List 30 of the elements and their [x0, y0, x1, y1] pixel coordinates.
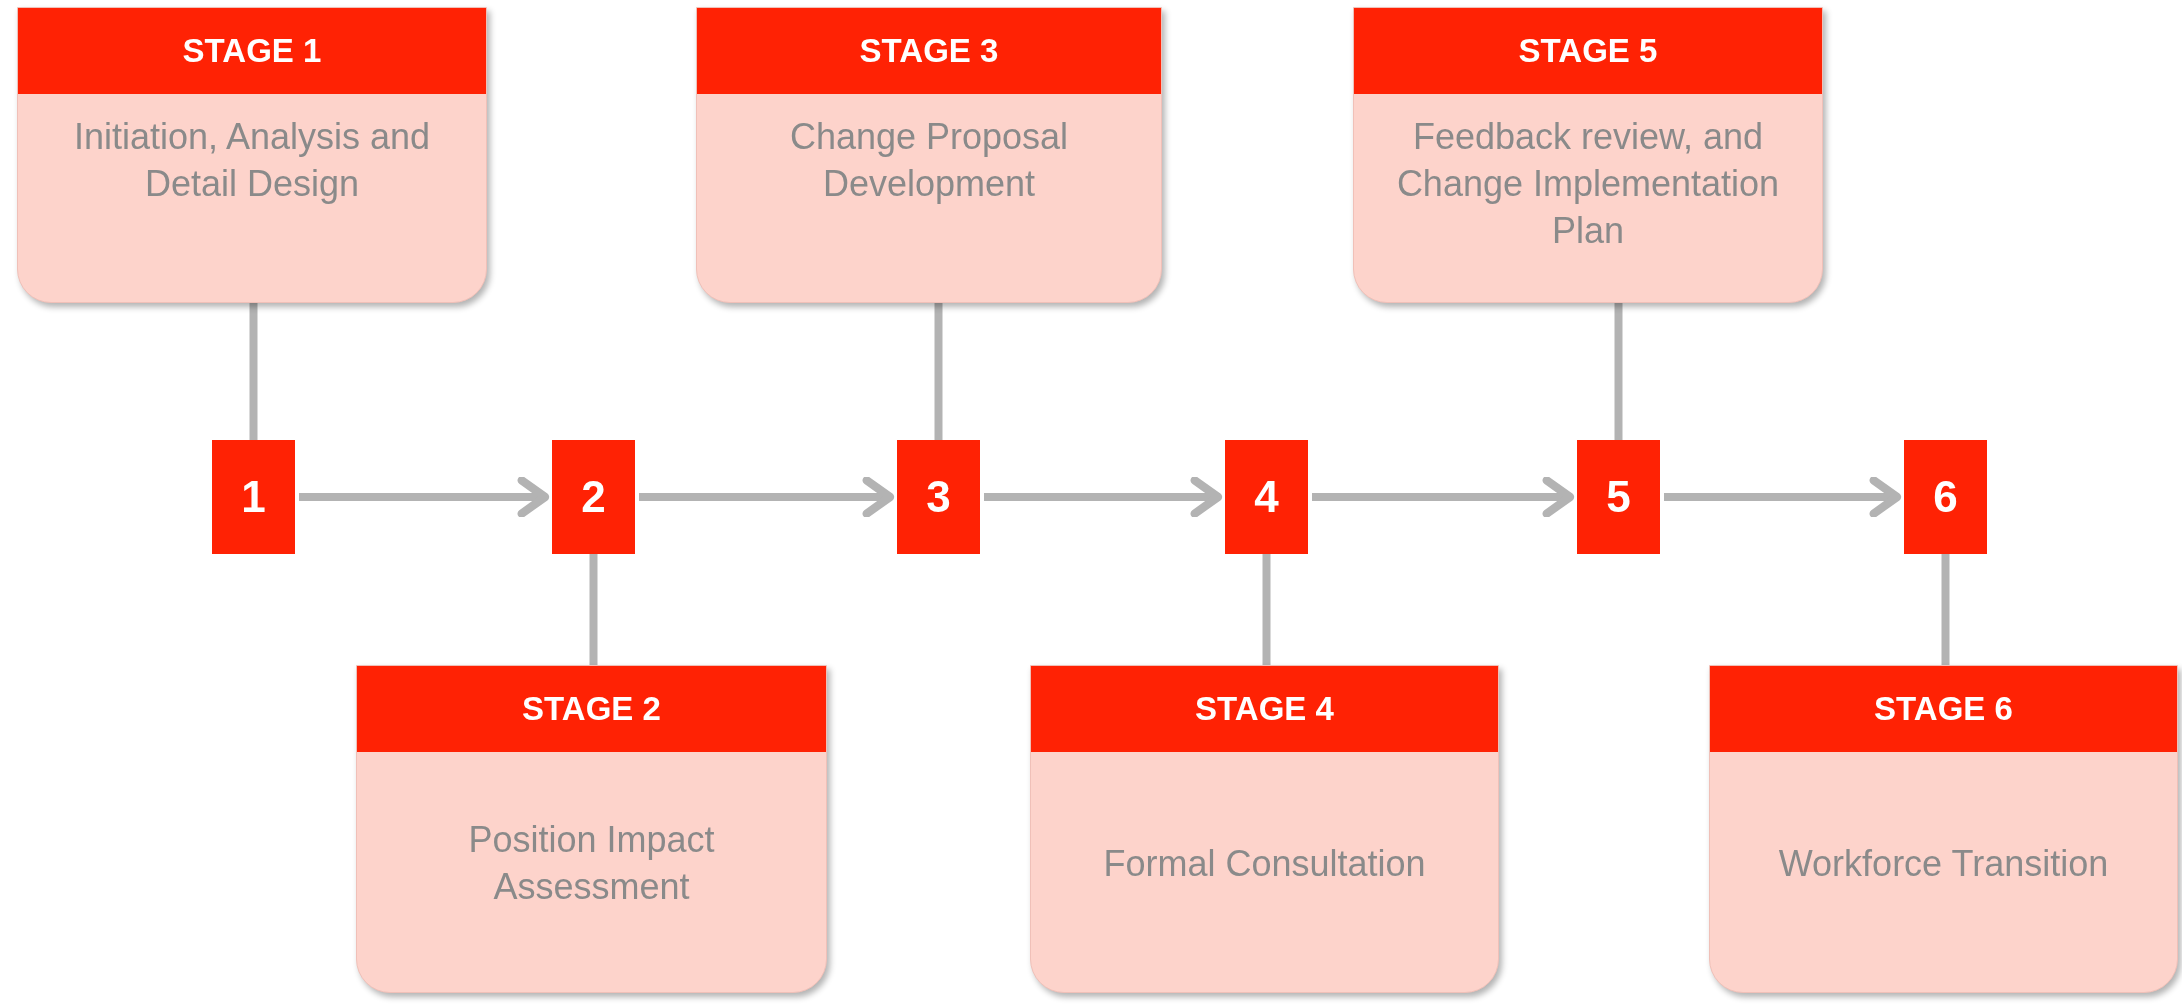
stage-description: Change Proposal Development — [788, 115, 1070, 206]
stage-header: STAGE 6 — [1710, 666, 2177, 752]
stage-description: Workforce Transition — [1778, 841, 2109, 886]
stage-card — [1709, 665, 2178, 993]
stage-header: STAGE 3 — [697, 8, 1161, 94]
stage-card — [17, 7, 487, 303]
stage-header: STAGE 2 — [357, 666, 826, 752]
stage-card — [1353, 7, 1823, 303]
step-number-box: 6 — [1904, 440, 1987, 554]
connector-line — [1941, 554, 1950, 665]
stage-header: STAGE 4 — [1031, 666, 1498, 752]
connector-line — [249, 303, 258, 440]
stage-description: Feedback review, and Change Implementation Plan — [1395, 115, 1781, 253]
stage-card — [356, 665, 827, 993]
connector-line — [1614, 303, 1623, 440]
stage-header: STAGE 5 — [1354, 8, 1822, 94]
connector-line — [589, 554, 598, 665]
stage-card — [696, 7, 1162, 303]
stage-header: STAGE 1 — [18, 8, 486, 94]
stage-description: Initiation, Analysis and Detail Design — [72, 115, 432, 206]
stage-description: Position Impact Assessment — [467, 818, 716, 909]
step-number-box: 1 — [212, 440, 295, 554]
stage-card — [1030, 665, 1499, 993]
step-number-box: 5 — [1577, 440, 1660, 554]
connector-line — [934, 303, 943, 440]
step-number-box: 3 — [897, 440, 980, 554]
step-number-box: 2 — [552, 440, 635, 554]
step-number-box: 4 — [1225, 440, 1308, 554]
stage-description: Formal Consultation — [1103, 841, 1426, 886]
connector-line — [1262, 554, 1271, 665]
